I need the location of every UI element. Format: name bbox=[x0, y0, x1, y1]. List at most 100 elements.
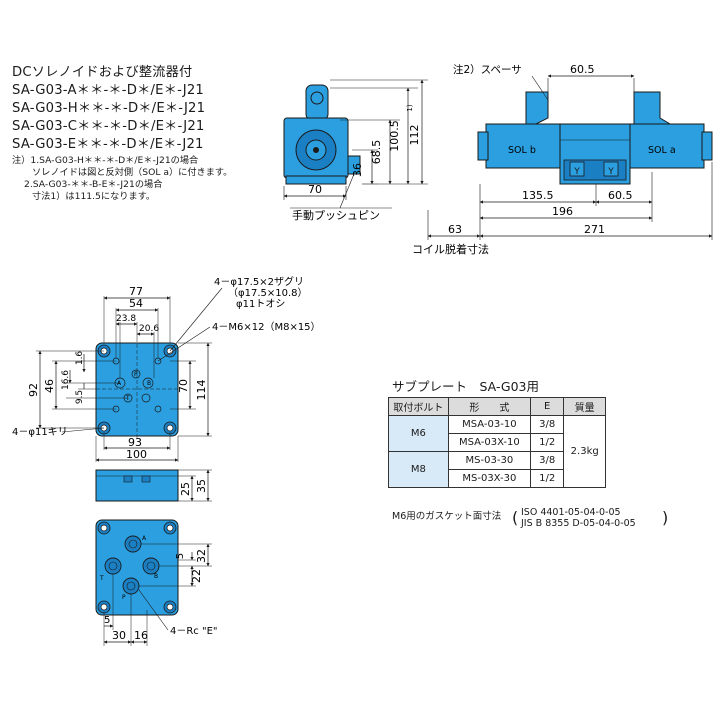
cell-e: 1/2 bbox=[529, 433, 565, 452]
end-view-push-pin bbox=[313, 147, 319, 153]
sol-a-connector bbox=[633, 91, 672, 125]
dim-46: 46 bbox=[43, 379, 56, 393]
table-row: M6 MSA-03-10 3/8 2.3kg bbox=[388, 415, 606, 488]
port-t-top: T bbox=[125, 395, 130, 402]
note-line-2: ソレノイドは図と反対側（SOL a）に付きます。 bbox=[32, 167, 233, 178]
port-p-bottom: P bbox=[122, 594, 126, 601]
dim-30: 30 bbox=[112, 629, 126, 642]
dim-23-8: 23.8 bbox=[116, 314, 136, 324]
dim-16: 16 bbox=[134, 629, 148, 642]
callout-thread: 4－M6×12（M8×15） bbox=[212, 321, 321, 333]
cell-e: 3/8 bbox=[529, 451, 565, 470]
note-line-1: 注）1.SA-G03-H＊＊-＊-D＊/E＊-J21の場合 bbox=[12, 155, 199, 166]
dim-93: 93 bbox=[128, 436, 142, 449]
coil-removal-label: コイル脱着寸法 bbox=[412, 242, 489, 256]
model-line-2: SA-G03-H＊＊-＊-D＊/E＊-J21 bbox=[12, 101, 206, 116]
cell-mass: 2.3kg bbox=[563, 415, 606, 488]
cell-e: 1/2 bbox=[529, 469, 565, 488]
subplate-top-view: A B P T 77 54 23.8 20.6 92 46 16.6 bbox=[12, 275, 321, 462]
port-b-top: B bbox=[147, 380, 151, 387]
sol-b-label: SOL b bbox=[508, 145, 536, 156]
port-a-hole bbox=[124, 535, 142, 553]
dim-271: 271 bbox=[584, 223, 605, 236]
dim-100: 100 bbox=[126, 448, 147, 461]
dim-196: 196 bbox=[552, 205, 573, 218]
cell-bolt-m8: M8 bbox=[388, 451, 449, 488]
dim-9-5: 9.5 bbox=[75, 390, 85, 404]
callout-counterbore: 4－φ17.5×2ザグリ bbox=[214, 275, 304, 288]
sol-a-end-cap bbox=[701, 131, 713, 161]
dim-92: 92 bbox=[27, 383, 40, 397]
port-a-top: A bbox=[117, 380, 122, 387]
subplate-table-title: サブプレート SA-G03用 bbox=[392, 379, 540, 394]
sol-b-coil bbox=[485, 123, 563, 169]
port-b-hole bbox=[142, 557, 160, 575]
subplate-side-body bbox=[95, 469, 179, 502]
dim-135-5: 135.5 bbox=[522, 189, 554, 202]
cell-model: MSA-03X-10 bbox=[447, 433, 531, 452]
dim-5-top: 5 bbox=[175, 553, 186, 559]
port-p-hole bbox=[122, 577, 140, 595]
end-view-connector-hole bbox=[310, 91, 324, 105]
dim-note-1: 1) bbox=[406, 104, 414, 111]
col-model: 形 式 bbox=[447, 397, 531, 416]
dim-36: 36 bbox=[351, 163, 364, 177]
gasket-std-iso: ISO 4401-05-04-0-05 bbox=[521, 507, 621, 518]
sol-b-end-cap bbox=[477, 131, 489, 161]
subplate-side-view: 25 35 bbox=[95, 469, 212, 502]
table-row: MS-03X-30 1/2 bbox=[389, 469, 606, 488]
port-t-bottom: T bbox=[99, 575, 104, 582]
col-e: E bbox=[529, 397, 565, 416]
dim-100-5: 100.5 bbox=[388, 120, 401, 152]
front-view: Y Y SOL b SOL a 注2）スペーサ 60.5 135.5 60.5 … bbox=[412, 63, 713, 256]
port-a-bottom: A bbox=[142, 535, 147, 542]
gasket-paren-open: ( bbox=[512, 508, 519, 527]
dim-68-5: 68.5 bbox=[370, 140, 383, 165]
subplate-bottom-view: A B P T 5 22 32 5 30 16 4－Rc "E" bbox=[95, 519, 218, 646]
cell-bolt-m6: M6 bbox=[388, 415, 449, 452]
cell-e: 3/8 bbox=[529, 415, 565, 434]
note-line-3: 2.SA-G03-＊＊-B-E＊-J21の場合 bbox=[24, 179, 163, 190]
callout-through: φ11トオシ bbox=[236, 298, 285, 310]
note-line-4: 寸法1）は111.5になります。 bbox=[32, 191, 156, 202]
callout-counterbore-2: （φ17.5×10.8） bbox=[228, 287, 308, 299]
cell-model: MSA-03-10 bbox=[447, 415, 531, 434]
dim-1-6: 1.6 bbox=[75, 351, 85, 366]
dim-20-6: 20.6 bbox=[139, 324, 159, 334]
sol-a-label: SOL a bbox=[648, 145, 676, 156]
end-view-connector bbox=[305, 84, 329, 121]
rectifier-b bbox=[569, 161, 585, 177]
gasket-paren-close: ) bbox=[662, 508, 669, 527]
table-row: M8 MS-03-30 3/8 bbox=[388, 451, 606, 488]
end-view: 36 68.5 100.5 112 1) 70 手動プッシュピン bbox=[283, 79, 428, 222]
col-mass: 質量 bbox=[563, 397, 606, 416]
rectifier-b-symbol: Y bbox=[573, 167, 580, 177]
gasket-label: M6用のガスケット面寸法 bbox=[392, 511, 502, 522]
dim-112: 112 bbox=[408, 125, 421, 146]
dim-25: 25 bbox=[179, 482, 192, 496]
dim-54: 54 bbox=[129, 297, 143, 310]
subplate-table: 取付ボルト 形 式 E 質量 M6 MSA-03-10 3/8 2.3kg MS… bbox=[388, 397, 606, 488]
sol-b-connector bbox=[525, 91, 549, 125]
port-t-hole bbox=[104, 557, 122, 575]
callout-drill: 4－φ11キリ bbox=[12, 427, 68, 438]
port-p-top: P bbox=[134, 371, 138, 378]
dim-60-5-top: 60.5 bbox=[570, 63, 595, 76]
spacer-label: 注2）スペーサ bbox=[453, 63, 522, 76]
dim-22: 22 bbox=[190, 569, 203, 583]
cell-model: MS-03-30 bbox=[447, 451, 531, 470]
dim-70: 70 bbox=[308, 183, 322, 196]
dim-35: 35 bbox=[195, 479, 208, 493]
callout-rc: 4－Rc "E" bbox=[170, 626, 218, 637]
rectifier-a bbox=[603, 161, 619, 177]
dim-70-sp: 70 bbox=[177, 379, 190, 393]
manual-push-pin-label: 手動プッシュピン bbox=[292, 208, 380, 222]
dim-63: 63 bbox=[448, 223, 462, 236]
model-line-4: SA-G03-E＊＊-＊-D＊/E＊-J21 bbox=[12, 137, 204, 152]
rectifier-a-symbol: Y bbox=[607, 167, 614, 177]
dim-5-bot: 5 bbox=[104, 615, 110, 626]
model-line-3: SA-G03-C＊＊-＊-D＊/E＊-J21 bbox=[12, 119, 205, 134]
col-bolt: 取付ボルト bbox=[388, 397, 449, 416]
dim-60-5: 60.5 bbox=[608, 189, 633, 202]
